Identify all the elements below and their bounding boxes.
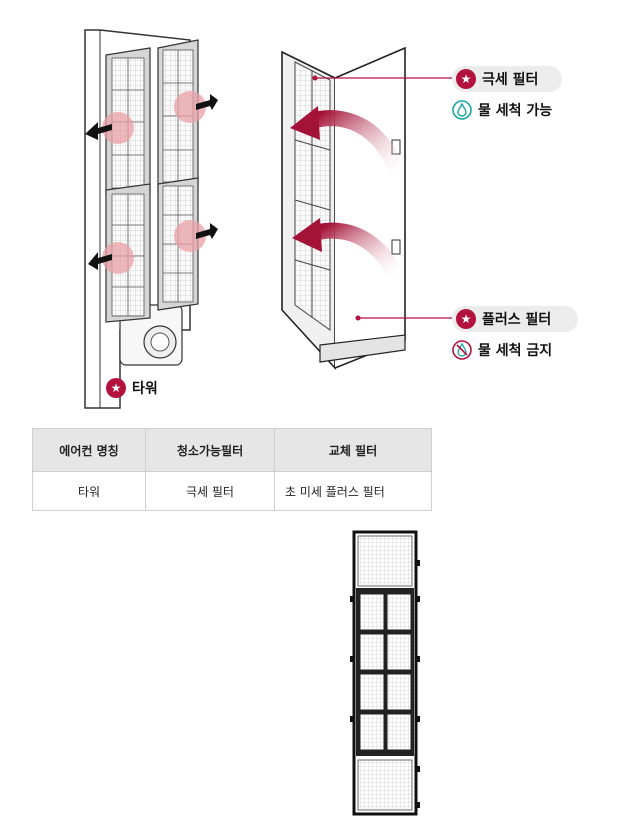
table-header-cell: 에어컨 명칭 [32,428,146,472]
tower-label-text: 타워 [132,381,158,397]
star-icon: ★ [106,378,126,398]
table-row: 타워 극세 필터 초 미세 플러스 필터 [32,471,432,511]
table-cell: 초 미세 플러스 필터 [274,471,432,511]
star-icon: ★ [456,309,476,329]
callout-plus-filter: ★ 플러스 필터 [452,306,578,332]
extracted-filter-illustration [281,46,406,371]
table-cell: 타워 [32,471,146,511]
callout-ultra-fine-filter: ★ 극세 필터 [452,66,562,92]
tower-unit-illustration [84,29,456,409]
star-icon: ★ [456,69,476,89]
slide-direction-arrows [290,106,408,284]
table-header-cell: 교체 필터 [274,428,432,472]
callout-label: 플러스 필터 [482,312,552,328]
water-drop-icon [452,100,472,120]
table-header-cell: 청소가능필터 [145,428,275,472]
callout-label: 극세 필터 [482,72,539,88]
plus-filter-drawing [350,530,420,816]
no-wash-note: 물 세척 금지 [452,340,552,360]
pull-arrow-icons [85,94,218,270]
washable-note: 물 세척 가능 [452,100,552,120]
table-cell: 극세 필터 [145,471,275,511]
grab-point-highlights [102,91,206,274]
tower-label: ★ 타워 [106,378,158,398]
leader-dot [355,315,361,321]
leader-dot [312,75,318,81]
no-wash-note-text: 물 세척 금지 [478,343,553,359]
washable-note-text: 물 세척 가능 [478,103,553,119]
table-header-row: 에어컨 명칭 청소가능필터 교체 필터 [32,428,432,472]
filter-table: 에어컨 명칭 청소가능필터 교체 필터 타워 극세 필터 초 미세 플러스 필터 [32,428,432,511]
no-wash-icon [452,340,472,360]
